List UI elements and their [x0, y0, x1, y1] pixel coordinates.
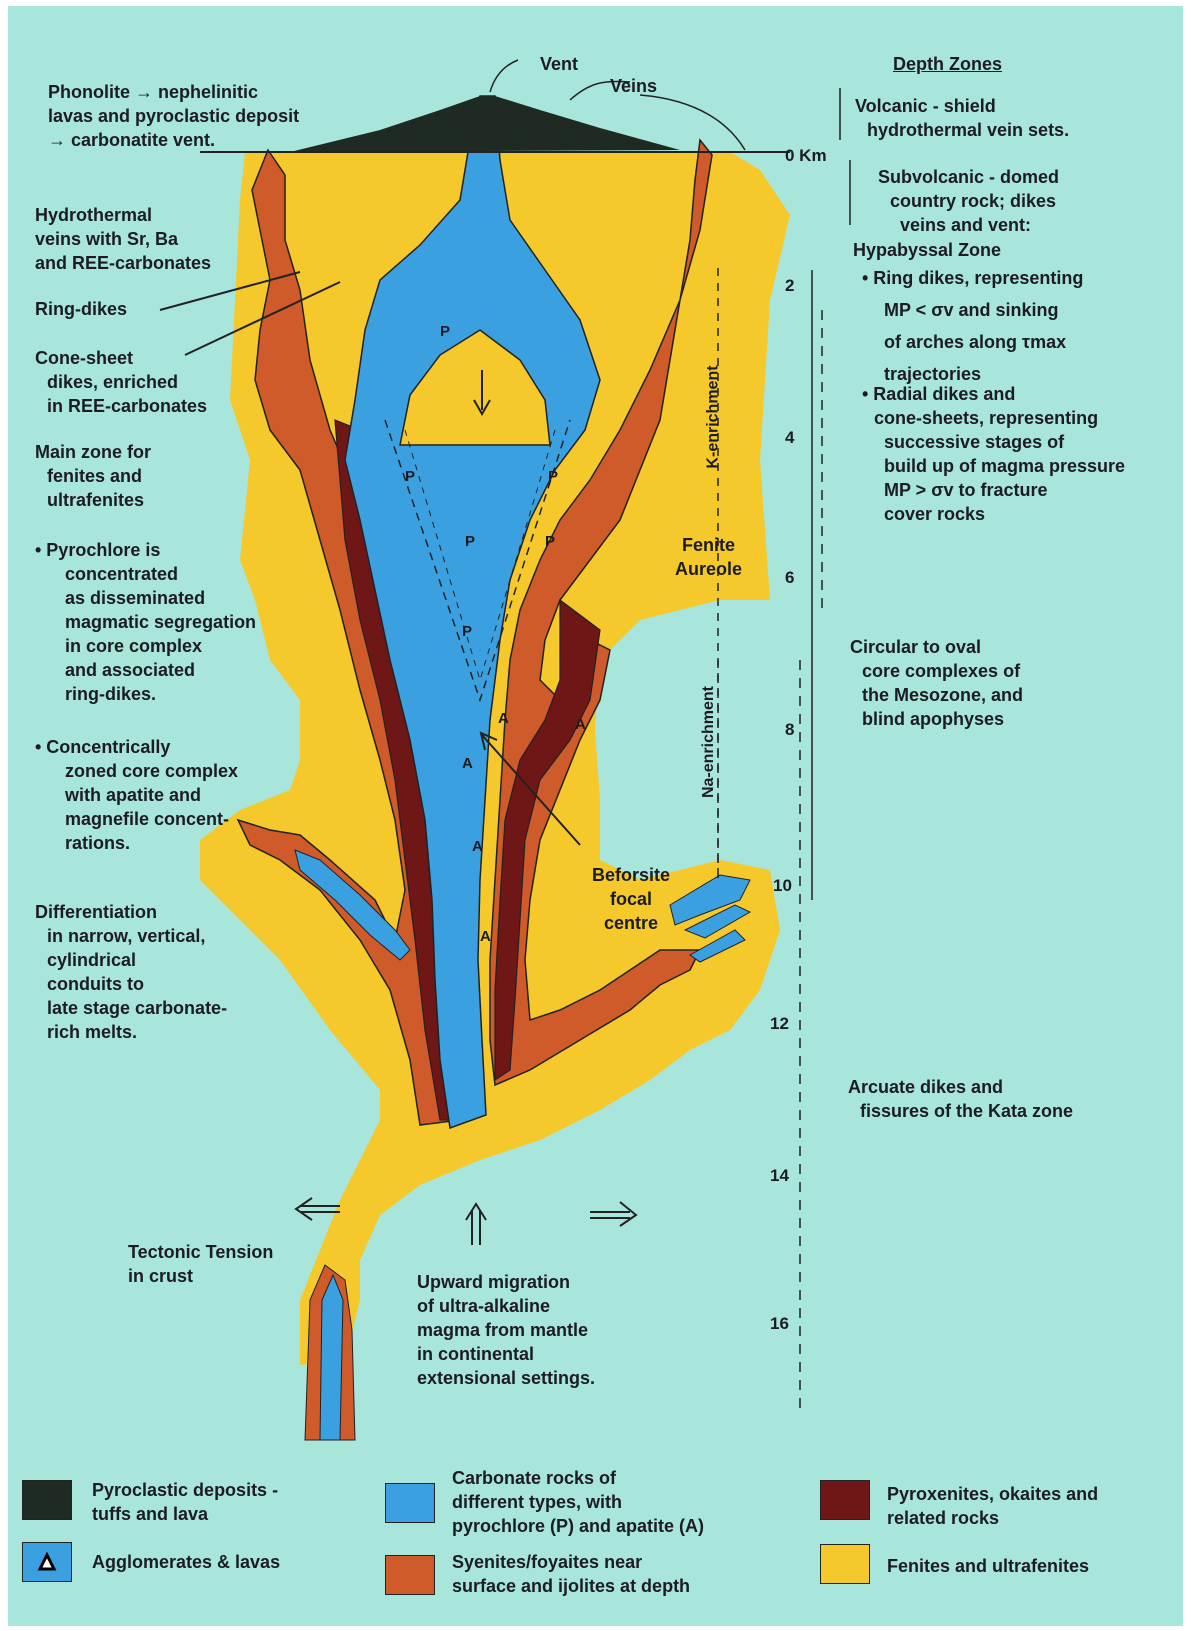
ring-dikes-label: Ring-dikes: [35, 297, 127, 321]
apatite-mark: A: [462, 752, 473, 776]
circular-core-label: Circular to oval core complexes of the M…: [850, 635, 1023, 731]
agglomerate-triangle-icon: [23, 1543, 71, 1581]
legend-label-syenite: Syenites/foyaites near surface and ijoli…: [452, 1550, 690, 1598]
legend-swatch-pyroxenite: [820, 1480, 870, 1520]
upward-migration-label: Upward migration of ultra-alkaline magma…: [417, 1270, 595, 1390]
legend-swatch-agglomerates: [22, 1542, 72, 1582]
depth-tick-14: 14: [770, 1166, 789, 1186]
radial-dikes-label: • Radial dikes and cone-sheets, represen…: [862, 382, 1125, 526]
depth-tick-2: 2: [785, 276, 794, 296]
main-zone-label: Main zone for fenites and ultrafenites: [35, 440, 151, 512]
veins-label: Veins: [610, 74, 657, 98]
depth-tick-16: 16: [770, 1314, 789, 1334]
tectonic-arrow-right: [590, 1202, 636, 1226]
legend-label-carbonate: Carbonate rocks of different types, with…: [452, 1466, 704, 1538]
legend-label-pyroxenite: Pyroxenites, okaites and related rocks: [887, 1482, 1098, 1530]
depth-tick-4: 4: [785, 428, 794, 448]
legend-label-agglomerates: Agglomerates & lavas: [92, 1550, 280, 1574]
apatite-mark: A: [498, 707, 509, 731]
legend-swatch-pyroclastic: [22, 1480, 72, 1520]
ring-dikes-representing-label: • Ring dikes, representing MP < σv and s…: [862, 262, 1083, 390]
beforsite-label: Beforsite focal centre: [592, 863, 670, 935]
depth-tick-8: 8: [785, 720, 794, 740]
legend-swatch-carbonate: [385, 1483, 435, 1523]
veins-arc: [640, 95, 745, 150]
pyrochlore-mark: P: [405, 465, 415, 489]
pyroclastic-cone: [290, 96, 680, 152]
legend-label-fenite: Fenites and ultrafenites: [887, 1554, 1089, 1578]
tectonic-tension-label: Tectonic Tension in crust: [128, 1240, 273, 1288]
vent-leader: [490, 60, 518, 92]
arcuate-dikes-label: Arcuate dikes and fissures of the Kata z…: [848, 1075, 1073, 1123]
fenite-aureole-label: Fenite Aureole: [675, 533, 742, 581]
pyrochlore-mark: P: [545, 530, 555, 554]
legend-label-pyroclastic: Pyroclastic deposits - tuffs and lava: [92, 1478, 278, 1526]
hydrothermal-veins-label: Hydrothermal veins with Sr, Ba and REE-c…: [35, 203, 211, 275]
apatite-mark: A: [480, 925, 491, 949]
apatite-mark: A: [575, 713, 586, 737]
k-enrichment-label: K-enrichment: [702, 365, 726, 468]
pyrochlore-mark: P: [548, 465, 558, 489]
vent-label: Vent: [540, 52, 578, 76]
zero-km-label: 0 Km: [785, 146, 827, 166]
depth-tick-6: 6: [785, 568, 794, 588]
legend-swatch-syenite: [385, 1555, 435, 1595]
na-enrichment-label: Na-enrichment: [697, 686, 721, 798]
depth-zones-title: Depth Zones: [893, 52, 1002, 76]
hypabyssal-zone-title: Hypabyssal Zone: [853, 238, 1001, 262]
pyrochlore-mark: P: [465, 530, 475, 554]
depth-tick-12: 12: [770, 1014, 789, 1034]
phonolite-label: Phonolite → nephelinitic lavas and pyroc…: [48, 80, 299, 152]
subvolcanic-label: Subvolcanic - domed country rock; dikes …: [878, 165, 1059, 237]
depth-tick-10: 10: [773, 876, 792, 896]
legend-swatch-fenite: [820, 1544, 870, 1584]
apatite-mark: A: [472, 835, 483, 859]
cone-sheet-label: Cone-sheet dikes, enriched in REE-carbon…: [35, 346, 207, 418]
feeder-conduit-core: [320, 1275, 343, 1440]
differentiation-label: Differentiation in narrow, vertical, cyl…: [35, 900, 227, 1044]
pyrochlore-mark: P: [440, 320, 450, 344]
volcanic-shield-label: Volcanic - shield hydrothermal vein sets…: [855, 94, 1069, 142]
concentric-label: • Concentrically zoned core complex with…: [35, 735, 238, 855]
pyrochlore-label: • Pyrochlore is concentrated as dissemin…: [35, 538, 256, 706]
upward-arrow: [466, 1204, 486, 1245]
pyrochlore-mark: P: [462, 620, 472, 644]
